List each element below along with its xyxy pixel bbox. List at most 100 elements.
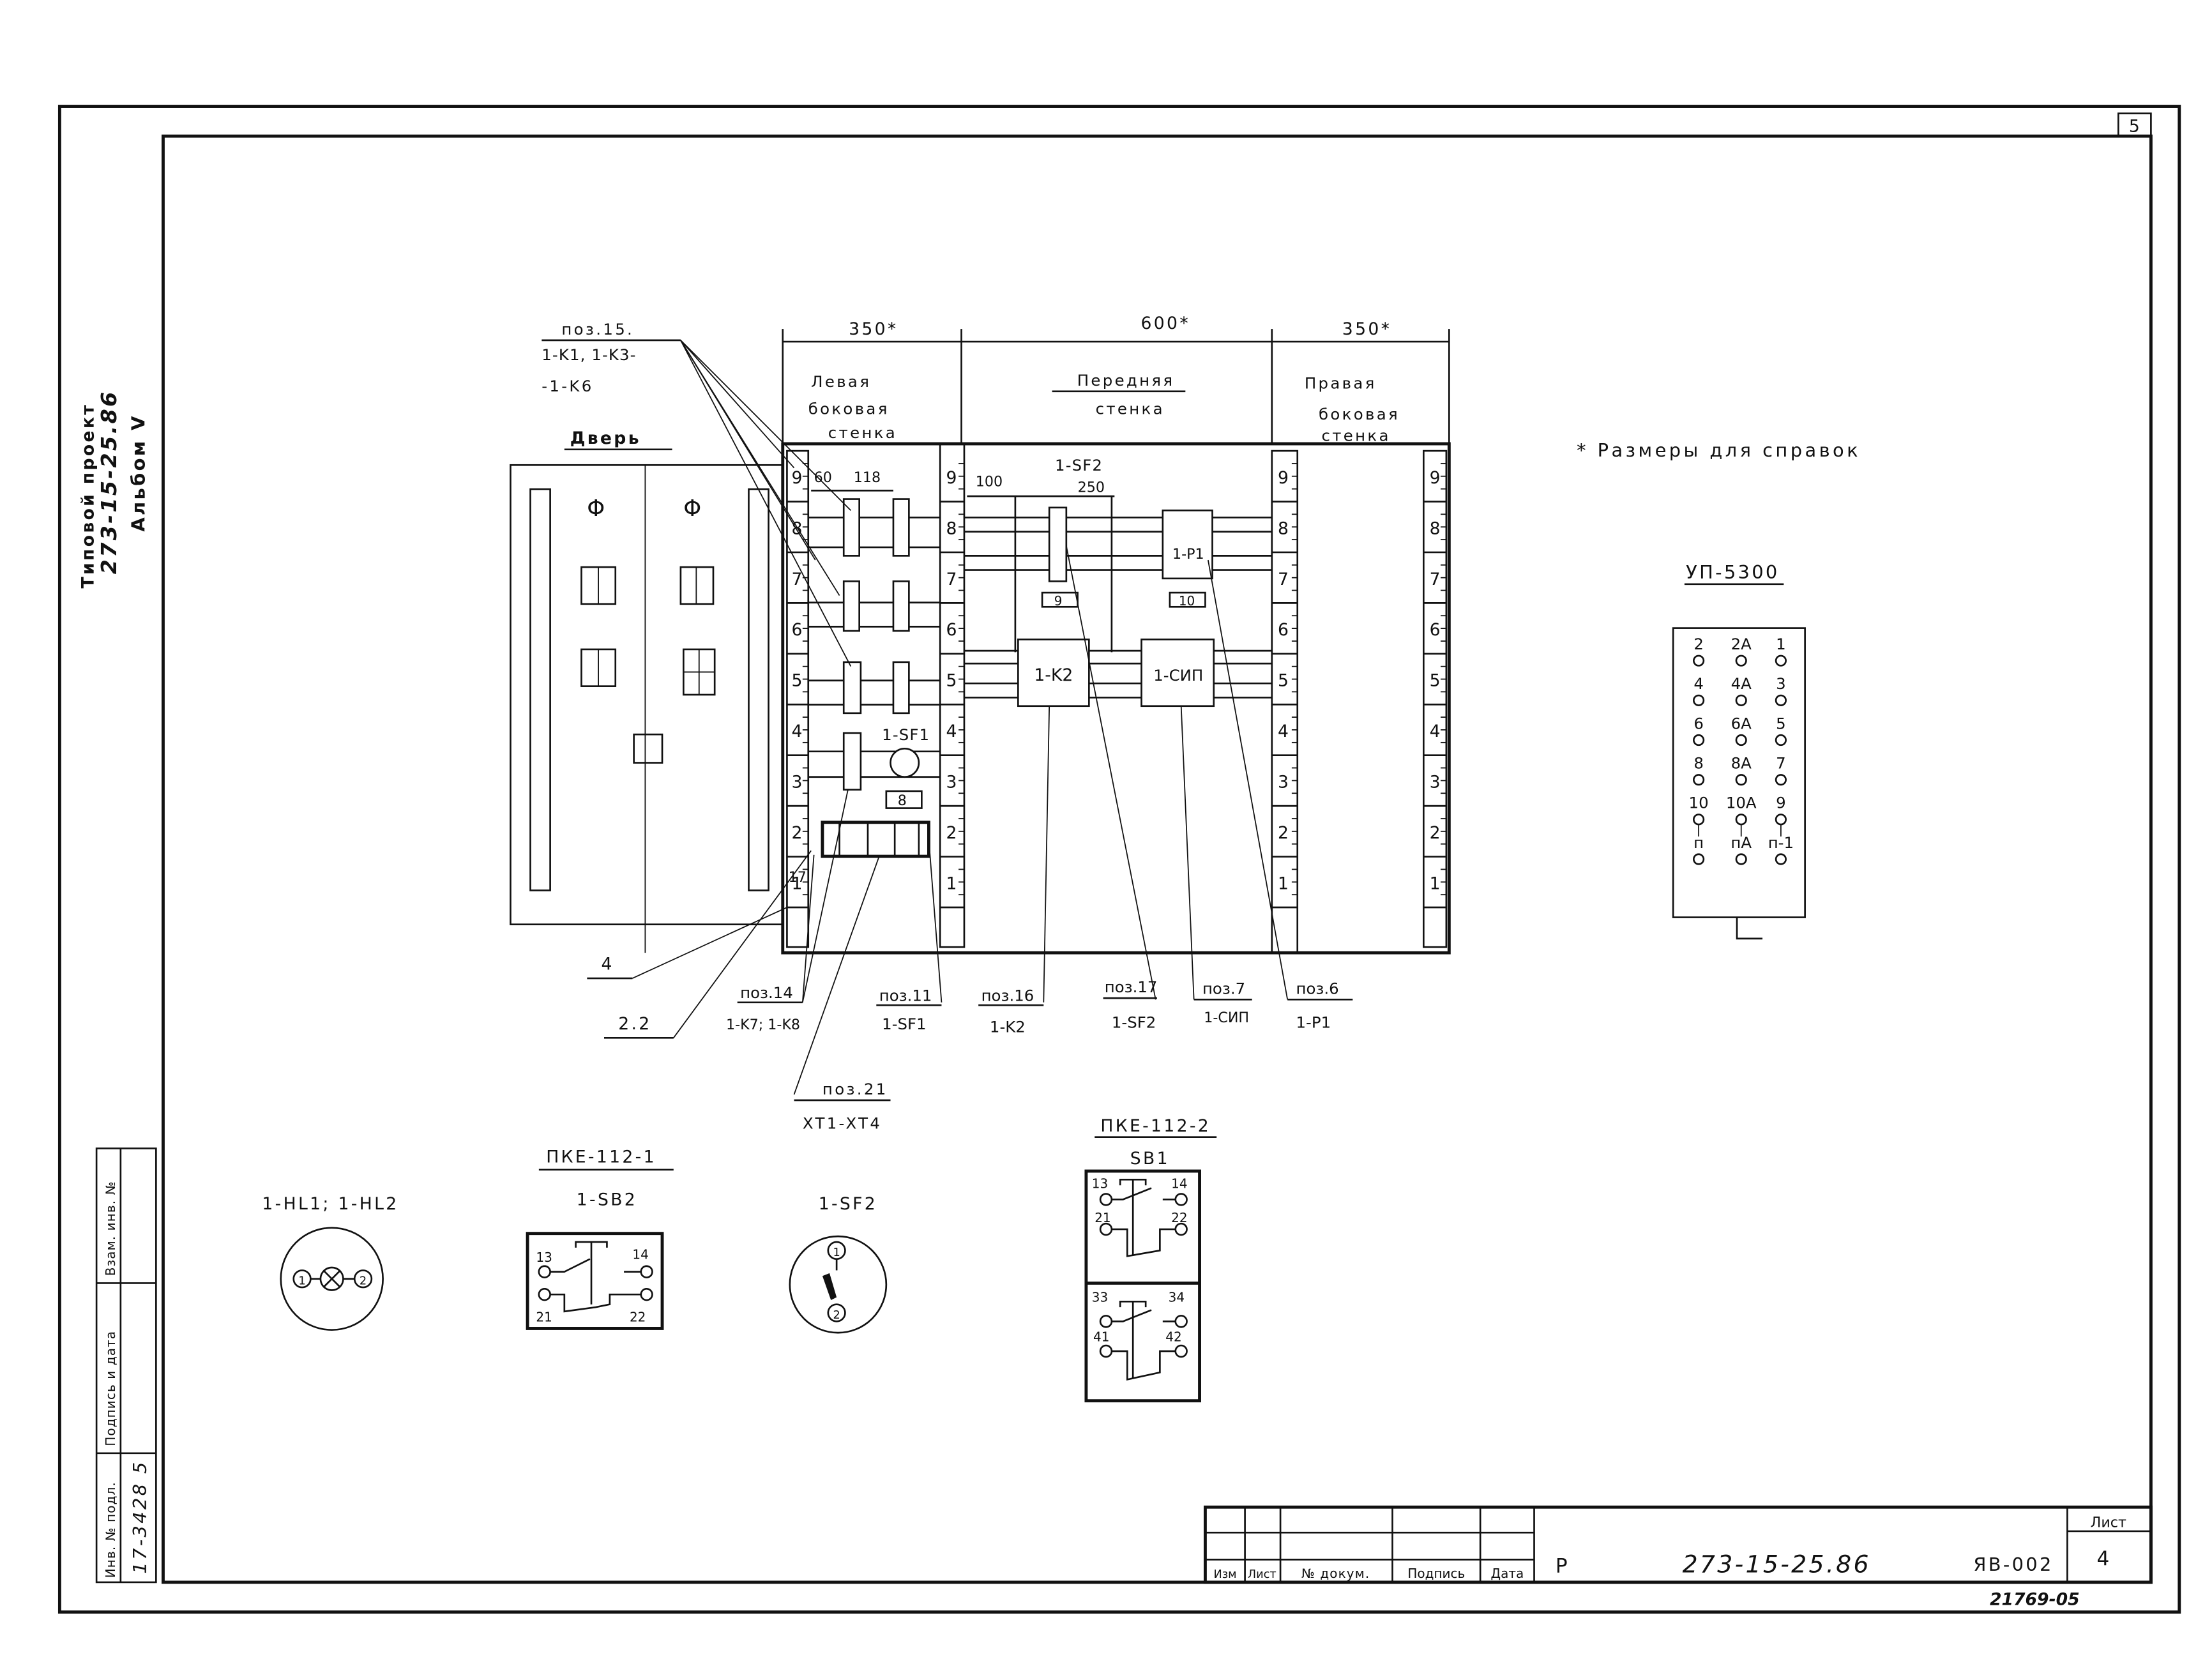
wall-right-2: боковая: [1319, 405, 1400, 423]
ruler-mark: 4: [946, 722, 957, 741]
tb-header-sign: Подпись: [1407, 1566, 1465, 1581]
sip-device: [1140, 639, 1215, 708]
ruler-mark: 8: [1430, 519, 1441, 538]
connector-pin: [1735, 655, 1747, 667]
ruler-mark: 5: [1278, 671, 1289, 691]
pke2-pin-13: 13: [1092, 1176, 1108, 1192]
ruler-mark: 8: [946, 519, 957, 538]
tb-header-list: Лист: [1248, 1568, 1276, 1581]
pke2-pin-14: 14: [1171, 1176, 1187, 1192]
stamp-sign-date: Подпись и дата: [103, 1331, 118, 1446]
inner-frame: [162, 134, 2153, 1584]
callout-ref: 1-SF2: [1112, 1013, 1156, 1032]
ruler-mark: 7: [1430, 570, 1441, 589]
left-wall-components: 1-SF1 8 17 60 118: [789, 469, 941, 886]
ruler-mark: 7: [791, 570, 802, 589]
pke1-pin-14: 14: [632, 1247, 648, 1262]
callout-ref: 1-P1: [1296, 1013, 1331, 1032]
sf2-device: [1048, 506, 1068, 582]
ruler-mark: 4: [1278, 722, 1289, 741]
lamp-pin-2: 2: [360, 1275, 367, 1288]
callout-ref: XT1-XT4: [803, 1114, 882, 1132]
sf2-pin-2: 2: [833, 1309, 840, 1322]
callout-pos: поз.11: [879, 987, 932, 1005]
door-panel: Дверь Φ Φ: [510, 428, 784, 953]
callout-ref: 1-СИП: [1204, 1010, 1249, 1026]
ruler-mark: 1: [1430, 874, 1441, 893]
pke2-pin-34: 34: [1169, 1289, 1185, 1305]
sip-label: 1-СИП: [1153, 666, 1203, 685]
connector-pin-label: 7: [1776, 753, 1786, 772]
pke1-ref: 1-SB2: [577, 1190, 637, 1209]
pke1-type: ПКЕ-112-1: [546, 1147, 656, 1167]
side-title-line3: Альбом V: [128, 414, 149, 531]
pke2-pin-21: 21: [1095, 1210, 1110, 1225]
connector-pin-label: 6A: [1731, 714, 1752, 732]
pke-112-2-symbol: ПКЕ-112-2 SB1 13 14 21 22 33 34 41 42: [1084, 1116, 1217, 1403]
callout-poz17: поз.17 1-SF2: [1103, 978, 1157, 1032]
callout-pos: поз.6: [1296, 979, 1339, 997]
lamp-symbol: 1-HL1; 1-HL2 1 2: [262, 1194, 398, 1331]
ruler-mark: 6: [791, 620, 802, 640]
tb-sheet-label: Лист: [2091, 1514, 2126, 1531]
ruler-mark: 8: [1278, 519, 1289, 538]
callout-door-22: 2.2: [603, 1014, 674, 1039]
ruler-mark: 1: [791, 874, 802, 893]
ruler-mark: 1: [946, 874, 957, 893]
callout-poz7: поз.7 1-СИП: [1193, 979, 1252, 1026]
callout-ref: 1-SF1: [882, 1015, 926, 1033]
sf2-pin-1: 1: [833, 1246, 840, 1259]
dim-250: 250: [1078, 479, 1105, 496]
ruler-mark: 1: [1278, 874, 1289, 893]
ruler-mark: 9: [1430, 468, 1441, 488]
stamp-replaced-inv: Взам. инв. №: [103, 1181, 118, 1276]
connector-pin-label: пA: [1731, 833, 1752, 852]
connector-pin: [1735, 734, 1747, 746]
connector-pin-label: 4: [1693, 674, 1704, 693]
connector-pin-label: п: [1693, 833, 1704, 852]
box-9: 9: [1054, 593, 1064, 609]
tb-header-date: Дата: [1490, 1566, 1524, 1581]
pke2-pin-42: 42: [1165, 1329, 1181, 1344]
connector-pin: [1735, 694, 1747, 706]
connector-pin-label: 2A: [1731, 635, 1752, 653]
wall-right-1: Правая: [1305, 374, 1377, 392]
outer-border: [57, 105, 2181, 1614]
side-title-line2: 273-15-25.86: [96, 390, 121, 574]
lamps-label: 1-HL1; 1-HL2: [262, 1194, 398, 1214]
callout-pos: поз.7: [1202, 979, 1245, 997]
side-title-line1: Типовой проект: [79, 403, 98, 589]
front-wall-components: 100 250 1-SF2 1-P1 9 10 1-K2 1-СИП: [964, 456, 1272, 708]
connector-pin-label: 2: [1693, 635, 1704, 653]
ruler-mark: 5: [1430, 671, 1441, 691]
dim-front: 600*: [1141, 314, 1190, 333]
tb-stage: Р: [1556, 1554, 1570, 1577]
sf2-label: 1-SF2: [1055, 456, 1103, 474]
connector-pin: [1692, 853, 1705, 865]
connector-pin-label: 10A: [1726, 794, 1757, 812]
pke2-pin-41: 41: [1093, 1329, 1109, 1344]
connector-pin: [1775, 734, 1787, 746]
side-title: Типовой проект 273-15-25.86 Альбом V: [79, 390, 149, 588]
ruler-mark: 4: [791, 722, 802, 741]
wall-front-2: стенка: [1096, 399, 1165, 418]
connector-pin-label: 8: [1693, 753, 1704, 772]
sf2-symbol-label: 1-SF2: [819, 1194, 877, 1214]
connector-pin-label: 9: [1776, 794, 1786, 812]
connector-pin: [1775, 774, 1787, 786]
stamp-orig-inv-value: 17-3428 5: [129, 1460, 151, 1573]
door-phi-1: Φ: [587, 496, 607, 522]
ruler-mark: 3: [791, 773, 802, 792]
dim-60: 60: [814, 469, 832, 486]
wall-right-3: стенка: [1321, 427, 1390, 445]
pke1-pin-22: 22: [630, 1309, 646, 1324]
dim-100: 100: [976, 474, 1003, 490]
callout-pos: поз.16: [981, 987, 1034, 1005]
dim-right: 350*: [1342, 319, 1391, 339]
callout-ref: 1-K1, 1-K3-: [542, 345, 636, 364]
callout-poz6: поз.6 1-P1: [1287, 979, 1353, 1032]
ruler-mark: 9: [1278, 468, 1289, 488]
leader-lines: [632, 340, 1289, 1095]
callout-4: 4: [602, 955, 614, 974]
